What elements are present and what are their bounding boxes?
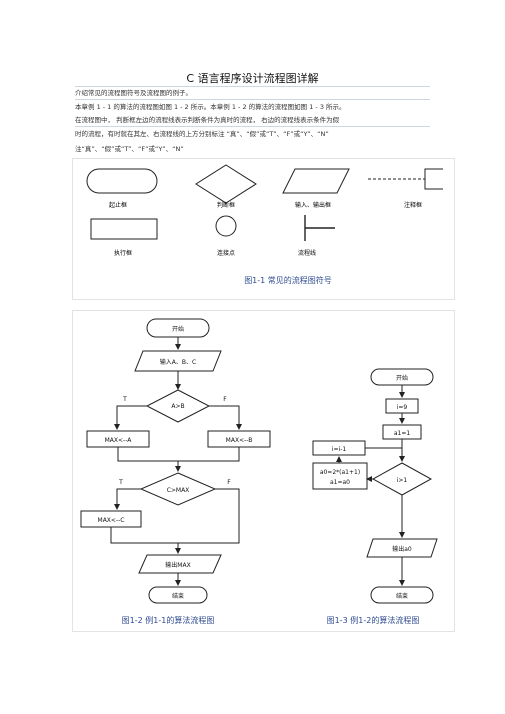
edge-true-1 bbox=[114, 405, 147, 430]
figure-symbols: 起止框 判断框 输入、输出框 注释框 执行框 连接点 流程线 图1-1 常见的流… bbox=[72, 158, 455, 300]
node-input bbox=[134, 350, 222, 372]
text-start: 开始 bbox=[172, 325, 184, 333]
process-symbol bbox=[90, 218, 158, 240]
text-max-c: MAX<--C bbox=[98, 517, 125, 524]
label-connector: 连接点 bbox=[217, 249, 235, 257]
text-start-3: 开始 bbox=[396, 374, 408, 382]
text-false-1: F bbox=[223, 396, 227, 403]
page-title: C 语言程序设计流程图详解 bbox=[186, 72, 319, 85]
text-output-3: 输出a0 bbox=[392, 545, 412, 553]
text-cond-3: i>1 bbox=[397, 477, 408, 484]
edge-merge-2 bbox=[110, 527, 178, 544]
decision-symbol bbox=[195, 164, 257, 204]
io-symbol bbox=[282, 168, 350, 194]
node-output bbox=[138, 554, 222, 574]
flowchart-1-3 bbox=[312, 368, 438, 604]
text-cond-1: A>B bbox=[171, 403, 184, 410]
intro-line-3: 在流程图中， 判断框左边的流程线表示判断条件为真时的流程， 右边的流程线表示条件… bbox=[75, 116, 340, 124]
node-cond-1 bbox=[145, 389, 211, 423]
text-max-b: MAX<--B bbox=[226, 437, 253, 444]
text-a1: a1=1 bbox=[394, 430, 411, 437]
terminal-symbol bbox=[86, 168, 158, 194]
label-process: 执行框 bbox=[114, 249, 132, 257]
divider bbox=[75, 99, 430, 100]
intro-line-2: 本章例 1 - 1 的算法的流程图如图 1 - 2 所示。本章例 1 - 2 的… bbox=[75, 103, 346, 111]
intro-line-5: 注“真”、“假”或“T”、“F”或“Y”、“N” bbox=[75, 145, 184, 153]
text-cond-2: C>MAX bbox=[167, 487, 190, 494]
text-false-2: F bbox=[227, 479, 231, 486]
divider bbox=[75, 86, 430, 87]
label-flowline: 流程线 bbox=[298, 249, 316, 257]
algorithm-diagrams: 开始 输入A、B、C A>B T F MAX<--A MAX<--B C>MAX… bbox=[80, 318, 438, 625]
node-cond-2 bbox=[139, 472, 217, 506]
label-io: 输入、输出框 bbox=[295, 201, 331, 209]
figure-algorithms: 开始 输入A、B、C A>B T F MAX<--A MAX<--B C>MAX… bbox=[72, 310, 455, 632]
edge-false-1 bbox=[209, 405, 242, 430]
edge-false-2 bbox=[178, 488, 240, 544]
node-end-3 bbox=[370, 586, 434, 604]
edge-merge-1 bbox=[117, 447, 240, 462]
annotation-bracket bbox=[424, 168, 443, 190]
label-decision: 判断框 bbox=[217, 201, 235, 209]
node-end bbox=[148, 586, 208, 604]
text-max-a: MAX<--A bbox=[105, 437, 133, 444]
figure-3-caption: 图1-3 例1-2的算法流程图 bbox=[327, 615, 420, 625]
label-annotation: 注释框 bbox=[404, 201, 422, 209]
text-input: 输入A、B、C bbox=[160, 358, 196, 366]
node-output-3 bbox=[366, 538, 438, 558]
text-true-1: T bbox=[122, 396, 127, 403]
edge-true-2 bbox=[114, 488, 141, 510]
connector-symbol bbox=[215, 215, 237, 237]
text-dec: i=i-1 bbox=[332, 446, 347, 453]
flowchart-1-2 bbox=[80, 318, 271, 604]
intro-line-4: 时的流程，有时就在其左、右流程线的上方分别标注 “真”、“假”或“T”、“F”或… bbox=[75, 130, 329, 138]
text-true-2: T bbox=[118, 479, 123, 486]
text-output: 输出MAX bbox=[165, 561, 190, 569]
label-terminal: 起止框 bbox=[109, 201, 127, 209]
text-calc-2: a1=a0 bbox=[330, 479, 350, 486]
text-end-3: 结束 bbox=[396, 592, 408, 600]
figure-1-caption: 图1-1 常见的流程图符号 bbox=[244, 275, 332, 285]
text-end: 结束 bbox=[172, 592, 184, 600]
divider bbox=[75, 126, 430, 127]
intro-line-1: 介绍常见的流程图符号及流程图的例子。 bbox=[75, 89, 192, 97]
figure-2-caption: 图1-2 例1-1的算法流程图 bbox=[122, 615, 215, 625]
text-calc-1: a0=2*(a1+1) bbox=[320, 469, 360, 476]
text-i9: i=9 bbox=[397, 404, 408, 411]
symbols-diagram: 起止框 判断框 输入、输出框 注释框 执行框 连接点 流程线 图1-1 常见的流… bbox=[86, 164, 443, 285]
